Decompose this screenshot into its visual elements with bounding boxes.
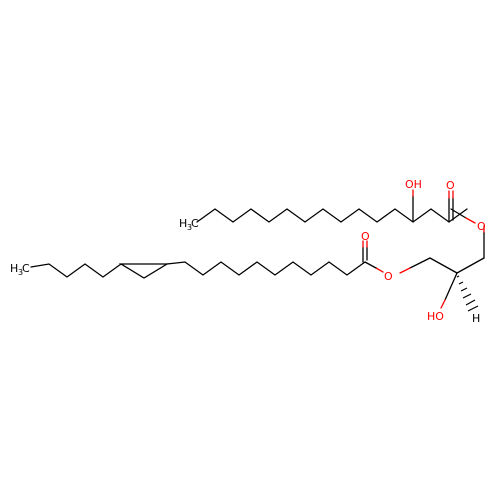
bottom-acyl-chain	[30, 240, 384, 279]
backbone-ch2-o-red	[399, 267, 411, 274]
glycerol-backbone	[399, 257, 485, 312]
o-ester-top-label: O	[477, 220, 486, 233]
svg-text:C: C	[191, 217, 199, 230]
bottom-butyl-tail	[30, 263, 122, 278]
svg-text:H: H	[10, 262, 18, 275]
o-ester-bottom-label: O	[384, 270, 393, 283]
backbone-c2-oh-bond	[444, 272, 458, 301]
oh-bottom-label: HO	[427, 310, 444, 323]
svg-text:C: C	[22, 262, 30, 275]
backbone-ch2-o	[409, 257, 431, 269]
atom-labels: OH O O O O HO H H 3 C H 3 C	[10, 178, 486, 325]
top-ester-c-o-bond	[450, 208, 467, 219]
backbone-ch2-c2	[456, 257, 485, 274]
methyl-left-label: H 3 C	[10, 262, 30, 277]
methyl-top-label: H 3 C	[179, 217, 199, 232]
top-ester-c-o-bond-red	[465, 217, 476, 224]
svg-text:H: H	[179, 217, 187, 230]
svg-text:3: 3	[187, 223, 192, 232]
bottom-ester-o-c	[364, 261, 377, 269]
h-stereo-label: H	[472, 312, 480, 325]
oh-top-label: OH	[405, 178, 422, 191]
bottom-ester-o-c-red	[375, 267, 384, 273]
cyclopropane-ring	[118, 263, 170, 279]
top-acyl-chain	[196, 189, 485, 259]
backbone-c2-oh-bond-red	[440, 299, 446, 309]
stereo-hashed-bond	[456, 275, 479, 312]
o-carbonyl-bottom-label: O	[361, 230, 370, 243]
backbone-c2-ch2	[429, 257, 458, 274]
o-carbonyl-top-label: O	[446, 179, 455, 192]
top-chain-bonds	[196, 208, 468, 223]
bottom-chain-bonds	[166, 261, 366, 276]
svg-text:3: 3	[18, 268, 23, 277]
